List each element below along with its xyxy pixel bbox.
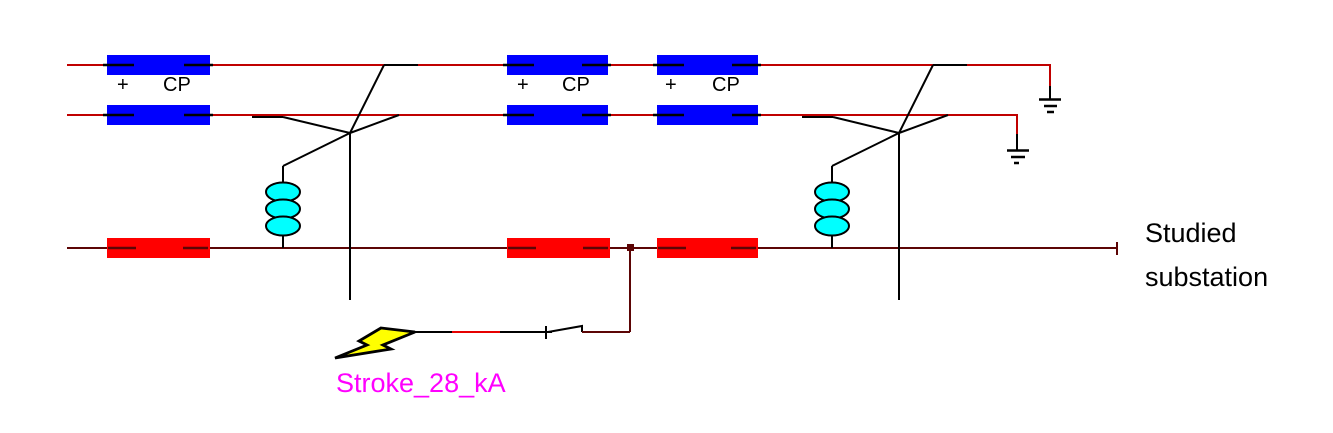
tower-1[interactable] — [282, 64, 400, 300]
span-block[interactable] — [507, 238, 610, 258]
substation-label-line1: Studied — [1145, 218, 1237, 248]
stroke-label: Stroke_28_kA — [336, 368, 506, 398]
insulator-string-2[interactable] — [814, 181, 850, 237]
cp-plus-label: + — [665, 74, 677, 96]
tower-2[interactable] — [831, 64, 949, 300]
cp-section-3: + CP — [653, 55, 761, 125]
ground-icon — [1007, 149, 1029, 165]
span-block[interactable] — [107, 238, 210, 258]
cp-block[interactable] — [107, 105, 210, 125]
cp-plus-label: + — [517, 74, 529, 96]
span-section-2 — [507, 238, 610, 258]
cp-label: CP — [163, 74, 191, 96]
cp-block[interactable] — [507, 55, 608, 75]
insulator-disc-icon — [265, 215, 301, 237]
switch-blade-icon[interactable] — [547, 324, 583, 333]
lightning-stroke-icon[interactable] — [334, 326, 416, 360]
span-section-1 — [107, 238, 210, 258]
stroke-branch: Stroke_28_kA — [334, 244, 634, 398]
cp-block-pins — [653, 63, 761, 117]
cp-section-1: + CP — [103, 55, 213, 125]
cp-label: CP — [712, 74, 740, 96]
cp-block-pins — [503, 63, 611, 117]
substation-label-line2: substation — [1145, 262, 1268, 292]
cp-block[interactable] — [107, 55, 210, 75]
tower-1-braces — [282, 64, 400, 248]
cp-label: CP — [562, 74, 590, 96]
bus-junction-nub — [627, 244, 634, 251]
ground-symbol-1[interactable] — [1039, 86, 1061, 114]
insulator-disc-icon — [814, 215, 850, 237]
cp-block[interactable] — [507, 105, 608, 125]
span-section-3 — [657, 238, 758, 258]
cp-block[interactable] — [657, 105, 758, 125]
cp-block-pins — [103, 63, 213, 117]
stroke-branch-dark-wire[interactable] — [582, 248, 631, 333]
ground-symbol-2[interactable] — [1007, 134, 1029, 165]
cp-section-2: + CP — [503, 55, 611, 125]
cp-block[interactable] — [657, 55, 758, 75]
ground-icon — [1039, 98, 1061, 114]
tower-2-braces — [831, 64, 949, 248]
span-block[interactable] — [657, 238, 758, 258]
cp-plus-label: + — [117, 74, 129, 96]
substation-label: Studied substation — [1145, 218, 1268, 292]
insulator-string-1[interactable] — [265, 181, 301, 237]
